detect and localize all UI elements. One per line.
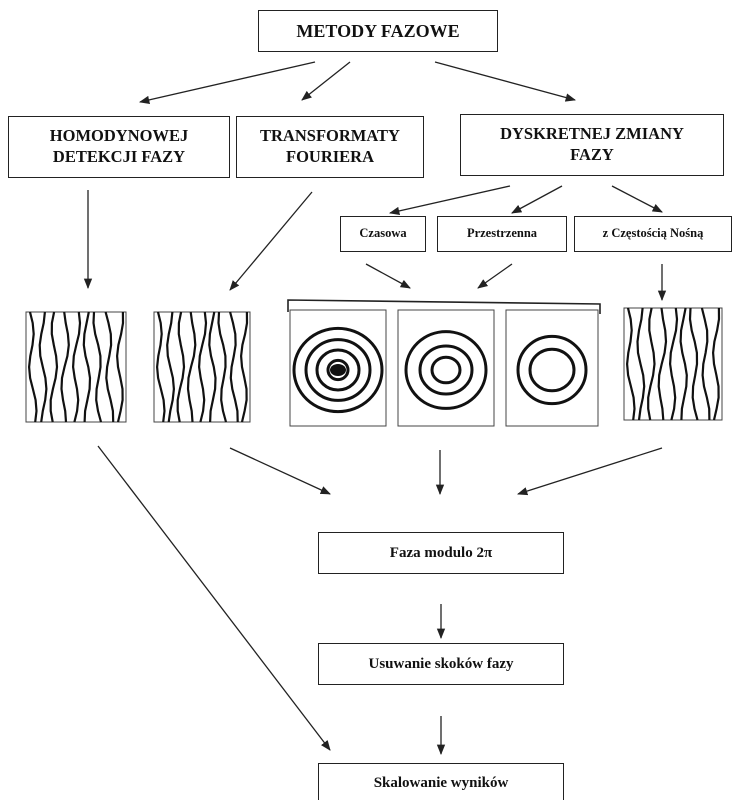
method-fourier-line2: FOURIERA bbox=[285, 147, 374, 166]
method-homodyne-line2: DETEKCJI FAZY bbox=[52, 147, 186, 166]
fringe-pattern-3 bbox=[289, 309, 387, 427]
root-box: METODY FAZOWE bbox=[258, 10, 498, 52]
arrow-przestrzenna-down bbox=[477, 263, 513, 289]
pattern-frame bbox=[505, 309, 599, 427]
arrow-fourier-pattern-to-phase bbox=[229, 447, 331, 495]
fringe-line bbox=[27, 311, 38, 423]
fringe-line bbox=[197, 311, 208, 423]
fringe-line bbox=[166, 311, 176, 423]
step-box-unwrap: Usuwanie skoków fazy bbox=[318, 643, 564, 685]
fringe-line bbox=[679, 307, 688, 421]
fringe-line bbox=[657, 307, 668, 421]
fringe-ring bbox=[315, 348, 361, 392]
arrow-fourier-down bbox=[229, 191, 313, 291]
fringe-ring bbox=[404, 330, 488, 410]
step-phase-modulo-label: Faza modulo 2π bbox=[389, 544, 493, 561]
fringe-line bbox=[711, 307, 721, 421]
fringe-line bbox=[625, 307, 636, 421]
method-discrete-line1: DYSKRETNEJ ZMIANY bbox=[500, 124, 684, 144]
fringe-line bbox=[217, 311, 228, 423]
fringe-line bbox=[186, 311, 197, 423]
fringe-pattern-2 bbox=[153, 311, 251, 423]
fringe-pattern-4 bbox=[397, 309, 495, 427]
fringe-ring bbox=[516, 334, 588, 406]
step-unwrap-label: Usuwanie skoków fazy bbox=[368, 655, 514, 672]
submethod-box-czasowa: Czasowa bbox=[340, 216, 426, 252]
method-discrete-line2: FAZY bbox=[570, 145, 614, 164]
fringe-line bbox=[115, 311, 125, 423]
fringe-ring bbox=[326, 358, 350, 382]
submethod-box-przestrzenna: Przestrzenna bbox=[437, 216, 567, 252]
fringe-line bbox=[71, 311, 82, 423]
arrow-homodyne-to-scaling bbox=[97, 445, 331, 751]
rings-bracket bbox=[287, 299, 601, 314]
fringe-line bbox=[92, 311, 103, 423]
fringe-ring bbox=[430, 355, 462, 385]
arrow-czasowa-down bbox=[365, 263, 411, 289]
arrow-discrete-to-czasowa bbox=[388, 185, 511, 216]
fringe-line bbox=[239, 311, 249, 423]
arrow-root-to-fourier bbox=[301, 61, 351, 101]
fringe-line bbox=[229, 311, 239, 423]
submethod-box-nosna: z Częstością Nośną bbox=[574, 216, 732, 252]
arrow-discrete-to-przestrzenna bbox=[511, 185, 563, 214]
fringe-center-dot bbox=[330, 364, 346, 376]
method-box-discrete: DYSKRETNEJ ZMIANY FAZY bbox=[460, 114, 724, 176]
fringe-pattern-group bbox=[25, 307, 723, 427]
method-fourier-line1: TRANSFORMATY bbox=[260, 126, 400, 146]
fringe-line bbox=[82, 311, 92, 423]
fringe-line bbox=[208, 311, 217, 423]
fringe-line bbox=[104, 311, 115, 423]
method-box-homodyne: HOMODYNOWEJ DETEKCJI FAZY bbox=[8, 116, 230, 178]
fringe-line bbox=[38, 311, 48, 423]
fringe-line bbox=[176, 311, 186, 423]
method-homodyne-line1: HOMODYNOWEJ bbox=[49, 126, 189, 146]
arrow-root-to-homodyne bbox=[138, 61, 316, 104]
fringe-line bbox=[700, 307, 711, 421]
fringe-line bbox=[647, 307, 656, 421]
submethod-przestrzenna-label: Przestrzenna bbox=[466, 226, 538, 241]
fringe-line bbox=[155, 311, 166, 423]
fringe-ring bbox=[304, 338, 372, 402]
fringe-ring bbox=[528, 347, 576, 393]
pattern-frame bbox=[397, 309, 495, 427]
fringe-pattern-5 bbox=[505, 309, 599, 427]
fringe-pattern-1 bbox=[25, 311, 127, 423]
root-title: METODY FAZOWE bbox=[296, 20, 460, 41]
step-box-scaling: Skalowanie wyników bbox=[318, 763, 564, 800]
fringe-ring bbox=[292, 326, 384, 414]
arrow-root-to-discrete bbox=[434, 61, 577, 102]
fringe-line bbox=[49, 311, 59, 423]
arrow-nosna-pattern-to-phase bbox=[517, 447, 663, 496]
step-box-phase-modulo: Faza modulo 2π bbox=[318, 532, 564, 574]
fringe-line bbox=[60, 311, 70, 423]
submethod-czasowa-label: Czasowa bbox=[359, 226, 407, 241]
fringe-ring bbox=[418, 344, 474, 396]
fringe-line bbox=[688, 307, 699, 421]
fringe-pattern-6 bbox=[623, 307, 723, 421]
method-box-fourier: TRANSFORMATY FOURIERA bbox=[236, 116, 424, 178]
arrow-discrete-to-nosna bbox=[611, 185, 663, 213]
submethod-nosna-label: z Częstością Nośną bbox=[602, 226, 704, 241]
fringe-line bbox=[668, 307, 679, 421]
fringe-line bbox=[636, 307, 646, 421]
step-scaling-label: Skalowanie wyników bbox=[373, 774, 509, 791]
